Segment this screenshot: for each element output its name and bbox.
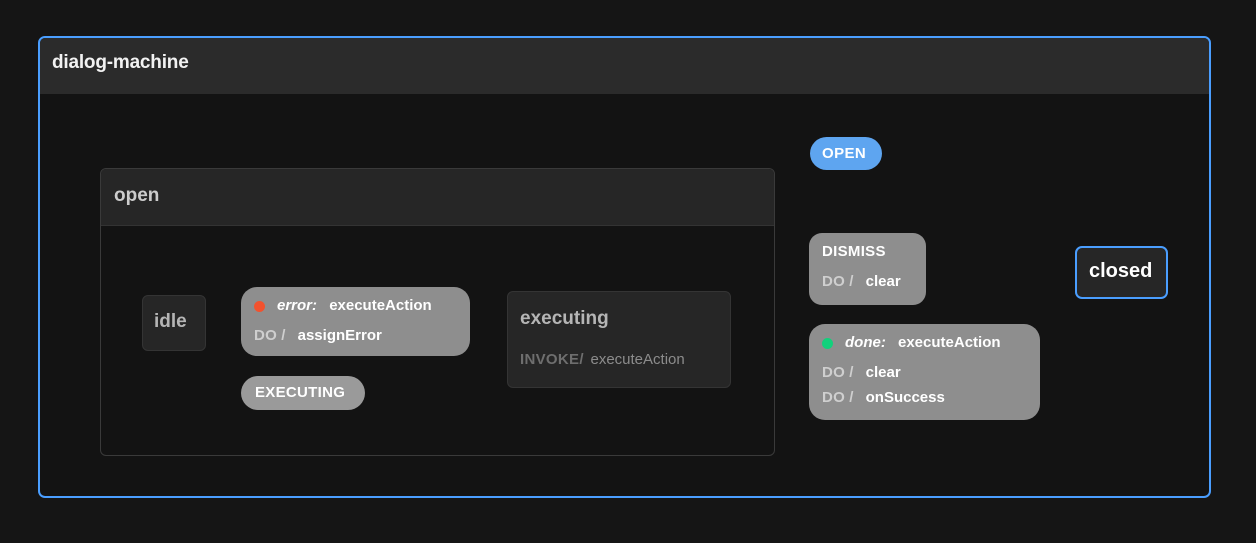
machine-title: dialog-machine bbox=[52, 52, 189, 73]
state-executing-invoke: INVOKE/ executeAction bbox=[520, 351, 685, 368]
state-closed-label: closed bbox=[1089, 260, 1153, 282]
machine-header bbox=[40, 38, 1209, 94]
state-idle-label: idle bbox=[154, 311, 187, 332]
done-status-dot-icon bbox=[822, 338, 833, 349]
state-executing-label: executing bbox=[520, 308, 609, 329]
state-node-executing[interactable]: executing INVOKE/ executeAction bbox=[507, 291, 731, 388]
transition-open-event: OPEN bbox=[822, 145, 867, 162]
do-keyword: DO bbox=[822, 389, 846, 406]
transition-dismiss-event: DISMISS bbox=[822, 243, 886, 260]
state-open-label: open bbox=[114, 185, 160, 206]
transition-done-action-row-1: DO / clear bbox=[822, 364, 901, 381]
invoke-slash: / bbox=[579, 351, 584, 368]
do-value: assignError bbox=[297, 327, 382, 344]
do-keyword: DO bbox=[822, 364, 846, 381]
transition-dismiss-event-row: DISMISS bbox=[822, 243, 886, 260]
do-slash: / bbox=[849, 389, 854, 406]
transition-done-event: done: bbox=[845, 334, 886, 351]
transition-done-action-row-2: DO / onSuccess bbox=[822, 389, 945, 406]
transition-error-event: error: bbox=[277, 297, 318, 314]
do-slash: / bbox=[281, 327, 286, 344]
state-node-closed[interactable]: closed bbox=[1075, 246, 1168, 299]
transition-done-target: executeAction bbox=[898, 334, 1001, 351]
transition-executing-event: EXECUTING bbox=[255, 384, 346, 401]
transition-chip-dismiss[interactable]: DISMISS DO / clear bbox=[809, 233, 926, 305]
do-slash: / bbox=[849, 364, 854, 381]
do-keyword: DO bbox=[822, 273, 846, 290]
invoke-value: executeAction bbox=[590, 351, 685, 368]
transition-done-event-row: done: executeAction bbox=[845, 334, 1001, 351]
transition-error-action-row: DO / assignError bbox=[254, 327, 382, 344]
do-value: clear bbox=[865, 364, 901, 381]
transition-chip-executing[interactable]: EXECUTING bbox=[241, 376, 365, 410]
do-slash: / bbox=[849, 273, 854, 290]
do-value: clear bbox=[865, 273, 901, 290]
transition-chip-error[interactable]: error: executeAction DO / assignError bbox=[241, 287, 470, 356]
transition-dismiss-action-row: DO / clear bbox=[822, 273, 901, 290]
do-keyword: DO bbox=[254, 327, 278, 344]
state-node-idle[interactable]: idle bbox=[142, 295, 206, 351]
state-open-header bbox=[101, 169, 774, 226]
do-value: onSuccess bbox=[865, 389, 945, 406]
transition-error-target: executeAction bbox=[329, 297, 432, 314]
transition-chip-done[interactable]: done: executeAction DO / clear DO / onSu… bbox=[809, 324, 1040, 420]
error-status-dot-icon bbox=[254, 301, 265, 312]
invoke-keyword: INVOKE bbox=[520, 351, 580, 368]
transition-chip-open[interactable]: OPEN bbox=[810, 137, 882, 170]
transition-error-event-row: error: executeAction bbox=[277, 297, 432, 314]
